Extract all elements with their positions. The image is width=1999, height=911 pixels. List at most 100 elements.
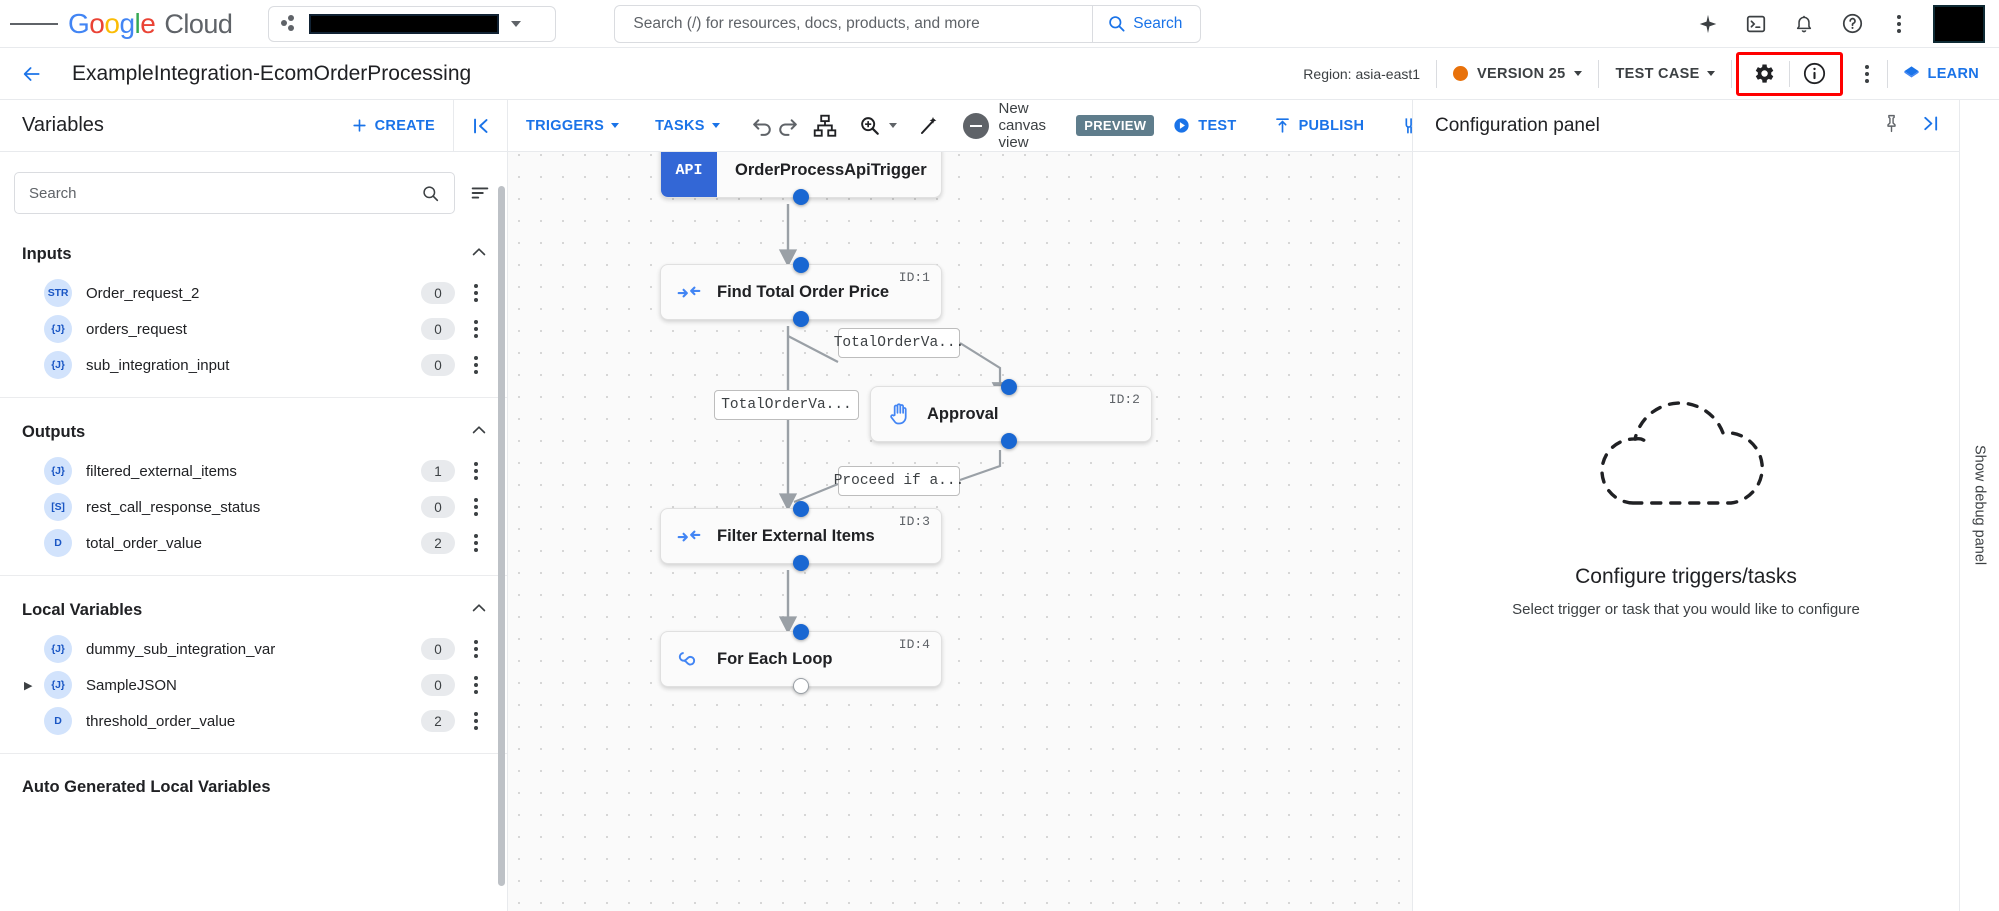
edge-label[interactable]: TotalOrderVa...: [834, 328, 964, 358]
variable-more-vert-icon[interactable]: [459, 528, 493, 558]
user-avatar[interactable]: [1933, 4, 1985, 43]
configuration-panel-subtext: Select trigger or task that you would li…: [1512, 601, 1860, 618]
global-header: Google Cloud Search: [0, 0, 1999, 48]
variable-more-vert-icon[interactable]: [459, 350, 493, 380]
variable-row[interactable]: ▶ {J} SampleJSON 0: [0, 667, 507, 703]
variable-more-vert-icon[interactable]: [459, 634, 493, 664]
triggers-menu[interactable]: TRIGGERS: [508, 118, 637, 134]
plus-icon: [353, 119, 366, 132]
expand-triangle-icon[interactable]: ▶: [24, 679, 33, 692]
create-variable-button[interactable]: CREATE: [333, 117, 453, 134]
sidebar-scrollbar[interactable]: [498, 186, 505, 886]
test-case-selector[interactable]: TEST CASE: [1599, 66, 1730, 82]
tasks-menu[interactable]: TASKS: [637, 118, 738, 134]
variable-row[interactable]: {J} orders_request 0: [0, 311, 507, 347]
new-canvas-view-toggle[interactable]: [962, 112, 989, 139]
variable-row[interactable]: [S] rest_call_response_status 0: [0, 489, 507, 525]
variable-more-vert-icon[interactable]: [459, 456, 493, 486]
node-approval[interactable]: Approval ID:2: [870, 379, 1152, 449]
group-header-inputs[interactable]: Inputs: [0, 232, 507, 275]
redo-icon[interactable]: [775, 104, 800, 148]
titlebar-more-vert-icon[interactable]: [1847, 54, 1887, 94]
node-output-port[interactable]: [793, 678, 809, 694]
node-output-port[interactable]: [1001, 433, 1017, 449]
triggers-label: TRIGGERS: [526, 117, 605, 134]
node-input-port[interactable]: [793, 257, 809, 273]
node-input-port[interactable]: [793, 501, 809, 517]
pin-icon[interactable]: [1881, 113, 1902, 139]
back-arrow-icon[interactable]: [14, 56, 50, 92]
variable-row[interactable]: {J} filtered_external_items 1: [0, 453, 507, 489]
divider: [1886, 59, 1888, 88]
project-selector[interactable]: [268, 5, 557, 42]
learn-button[interactable]: LEARN: [1888, 64, 1999, 83]
sort-icon[interactable]: [467, 180, 493, 206]
node-output-port[interactable]: [793, 189, 809, 205]
variable-more-vert-icon[interactable]: [459, 492, 493, 522]
test-button[interactable]: TEST: [1154, 116, 1254, 135]
variable-row[interactable]: D total_order_value 2: [0, 525, 507, 561]
variables-search-input[interactable]: [29, 184, 421, 202]
node-label: For Each Loop: [717, 649, 833, 668]
undo-icon[interactable]: [750, 104, 775, 148]
connections-button[interactable]: CONNECTIONS: [1382, 116, 1412, 135]
connections-icon: [1405, 118, 1412, 134]
variable-name: threshold_order_value: [86, 712, 236, 730]
publish-button[interactable]: PUBLISH: [1255, 116, 1383, 135]
node-input-port[interactable]: [793, 624, 809, 640]
version-selector[interactable]: VERSION 25: [1437, 66, 1598, 82]
search-input[interactable]: [615, 5, 1093, 42]
show-debug-panel-strip[interactable]: Show debug panel: [1959, 100, 1999, 911]
search-icon: [1109, 16, 1125, 32]
node-filter-external-items[interactable]: Filter External Items ID:3: [660, 501, 942, 571]
variables-header-actions: CREATE: [333, 100, 507, 151]
header-more-vert-icon[interactable]: [1879, 4, 1919, 44]
global-search: Search: [614, 4, 1202, 43]
node-input-port[interactable]: [1001, 379, 1017, 395]
variable-more-vert-icon[interactable]: [459, 278, 493, 308]
version-label: VERSION 25: [1477, 65, 1566, 82]
search-button[interactable]: Search: [1092, 5, 1200, 42]
node-output-port[interactable]: [793, 555, 809, 571]
variable-more-vert-icon[interactable]: [459, 670, 493, 700]
node-output-port[interactable]: [793, 311, 809, 327]
edge-label[interactable]: TotalOrderVa...: [714, 390, 859, 420]
collapse-sidebar-icon[interactable]: [453, 100, 507, 151]
group-header-local-variables[interactable]: Local Variables: [0, 588, 507, 631]
google-cloud-logo[interactable]: Google Cloud: [68, 8, 233, 40]
edge-label[interactable]: Proceed if a...: [834, 466, 964, 496]
info-circle-icon[interactable]: [1790, 53, 1840, 95]
variable-count: 2: [421, 532, 455, 554]
group-header-auto-generated[interactable]: Auto Generated Local Variables: [0, 768, 507, 799]
publish-label: PUBLISH: [1298, 117, 1365, 134]
variable-row[interactable]: STR Order_request_2 0: [0, 275, 507, 311]
zoom-icon[interactable]: [850, 104, 905, 148]
variable-row[interactable]: D threshold_order_value 2: [0, 703, 507, 739]
gemini-sparkle-icon[interactable]: [1687, 3, 1729, 45]
variable-row[interactable]: {J} dummy_sub_integration_var 0: [0, 631, 507, 667]
variable-more-vert-icon[interactable]: [459, 706, 493, 736]
gear-icon[interactable]: [1739, 53, 1789, 95]
header-icon-group: [1687, 3, 1989, 45]
chevron-up-icon: [469, 598, 489, 623]
variable-row[interactable]: {J} sub_integration_input 0: [0, 347, 507, 383]
node-for-each-loop[interactable]: For Each Loop ID:4: [660, 624, 942, 694]
test-label: TEST: [1198, 117, 1237, 134]
node-id: ID:2: [1108, 392, 1140, 407]
expand-right-icon[interactable]: [1920, 113, 1941, 139]
notifications-bell-icon[interactable]: [1783, 3, 1825, 45]
node-label: Approval: [927, 404, 999, 423]
hamburger-menu-icon[interactable]: [10, 0, 58, 48]
node-find-total-order-price[interactable]: Find Total Order Price ID:1: [660, 257, 942, 327]
variable-name: filtered_external_items: [86, 462, 237, 480]
integration-canvas[interactable]: TRIGGERS TASKS: [508, 100, 1412, 911]
variable-type-badge: D: [44, 707, 72, 735]
help-question-icon[interactable]: [1831, 3, 1873, 45]
configuration-panel-empty-state: Configure triggers/tasks Select trigger …: [1413, 152, 1959, 911]
auto-layout-icon[interactable]: [812, 104, 838, 148]
magic-wand-icon[interactable]: [917, 104, 941, 148]
cloud-shell-icon[interactable]: [1735, 3, 1777, 45]
variables-header: Variables CREATE: [0, 100, 507, 152]
group-header-outputs[interactable]: Outputs: [0, 410, 507, 453]
variable-more-vert-icon[interactable]: [459, 314, 493, 344]
